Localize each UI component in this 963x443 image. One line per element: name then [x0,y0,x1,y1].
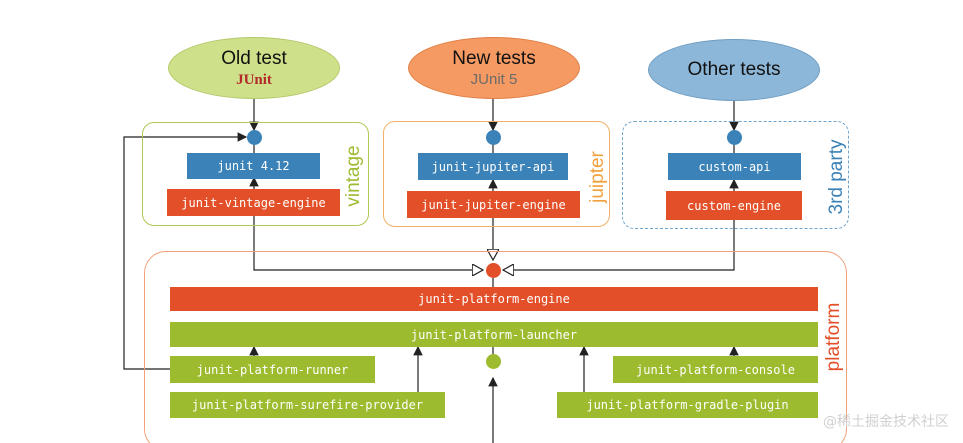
custom-lollipop [727,130,742,145]
custom-engine-box: custom-engine [666,191,802,220]
platform-gradle-box: junit-platform-gradle-plugin [557,392,818,418]
platform-surefire-box: junit-platform-surefire-provider [170,392,445,418]
junit5-logo: JUnit 5 [470,70,518,88]
old-test-title: Old test [221,47,287,69]
platform-label: platform [823,302,844,372]
platform-runner-box: junit-platform-runner [170,356,375,383]
jupiter-api-box: junit-jupiter-api [418,153,568,180]
third-party-group [622,121,849,229]
jupiter-engine-box: junit-jupiter-engine [407,191,580,218]
new-tests-ellipse: New tests JUnit 5 [408,37,580,99]
platform-engine-bar: junit-platform-engine [170,287,818,311]
junit4-logo: JUnit [236,71,272,88]
jupiter-lollipop [486,130,501,145]
other-tests-title: Other tests [687,59,781,80]
junit4-api-box: junit 4.12 [187,153,320,179]
junit4-lollipop [247,130,262,145]
custom-api-box: custom-api [668,153,801,180]
platform-console-box: junit-platform-console [613,356,818,383]
vintage-label: vintage [343,145,364,207]
other-tests-ellipse: Other tests [648,39,820,101]
platform-launcher-bar: junit-platform-launcher [170,322,818,347]
watermark: @稀土掘金技术社区 [823,414,949,430]
new-tests-title: New tests [452,47,536,69]
platform-group [144,251,847,443]
vintage-engine-box: junit-vintage-engine [167,189,340,216]
launcher-lollipop [486,354,501,369]
jupiter-group [383,121,610,227]
platform-engine-dot [486,263,501,278]
vintage-group [142,122,369,226]
jupiter-label: juipter [587,151,608,203]
third-party-label: 3rd party [826,139,847,215]
old-test-ellipse: Old test JUnit [168,37,340,99]
